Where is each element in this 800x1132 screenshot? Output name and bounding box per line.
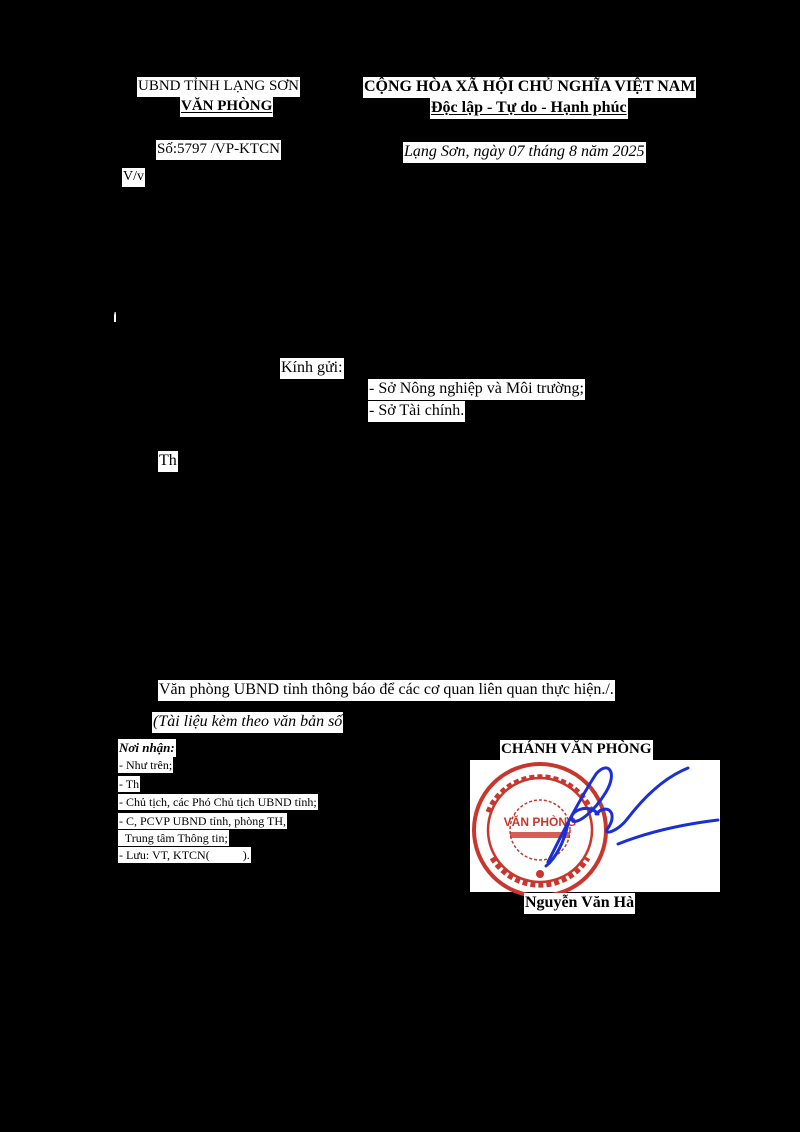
recipient-item: - Sở Nông nghiệp và Môi trường; bbox=[368, 379, 585, 400]
agency-office: VĂN PHÒNG bbox=[180, 97, 274, 117]
document-date: Lạng Sơn, ngày 07 tháng 8 năm 2025 bbox=[403, 142, 646, 163]
signer-name: Nguyễn Văn Hà bbox=[524, 893, 636, 914]
recipient-item: - Sở Tài chính. bbox=[368, 401, 466, 422]
distribution-item: Trung tâm Thông tin; bbox=[118, 830, 229, 846]
stray-mark: ' bbox=[114, 311, 116, 322]
recipients-label: Kính gửi: bbox=[280, 358, 344, 379]
nation-motto: Độc lập - Tự do - Hạnh phúc bbox=[430, 98, 628, 119]
distribution-item: - C, PCVP UBND tỉnh, phòng TH, bbox=[118, 813, 288, 829]
body-conclusion: Văn phòng UBND tỉnh thông báo để các cơ … bbox=[158, 680, 615, 701]
distribution-item: - Lưu: VT, KTCN( ). bbox=[118, 847, 251, 863]
signer-title: CHÁNH VĂN PHÒNG bbox=[500, 740, 653, 760]
document-number: Số:5797 /VP-KTCN bbox=[156, 140, 281, 160]
seal-and-signature: VĂN PHÒNG bbox=[472, 762, 720, 898]
agency-name: UBND TỈNH LẠNG SƠN bbox=[137, 77, 300, 97]
seal-label: VĂN PHÒNG bbox=[504, 814, 577, 829]
distribution-item: - Th bbox=[118, 776, 141, 792]
body-opening: Th bbox=[158, 451, 178, 472]
distribution-item: - Như trên; bbox=[118, 757, 174, 773]
subject-prefix: V/v bbox=[122, 168, 145, 187]
distribution-title: Nơi nhận: bbox=[118, 739, 176, 757]
handwritten-signature-icon bbox=[544, 766, 720, 868]
official-seal-icon: VĂN PHÒNG bbox=[472, 762, 608, 898]
attachment-note: (Tài liệu kèm theo văn bản số bbox=[152, 712, 344, 733]
nation-title: CỘNG HÒA XÃ HỘI CHỦ NGHĨA VIỆT NAM bbox=[363, 77, 697, 98]
distribution-item: - Chủ tịch, các Phó Chủ tịch UBND tỉnh; bbox=[118, 794, 318, 810]
